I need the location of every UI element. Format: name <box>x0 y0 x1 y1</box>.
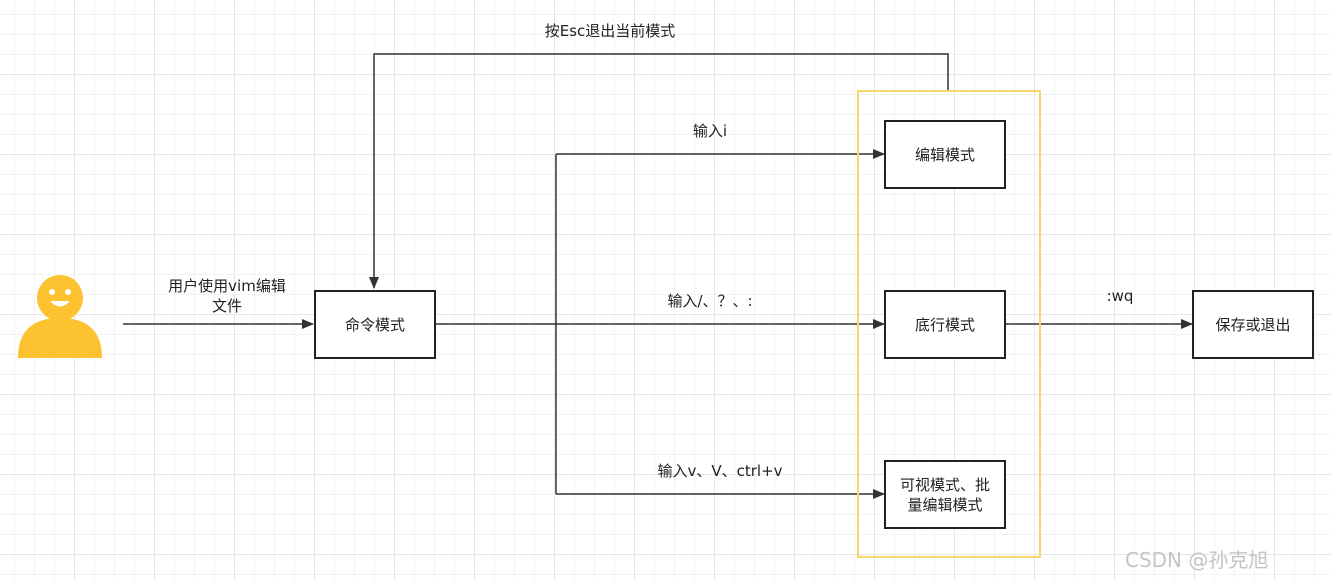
edge-esc-back <box>369 53 949 289</box>
mode-group-container <box>857 90 1041 558</box>
bottom-mode-label: 底行模式 <box>914 315 975 334</box>
edit-mode-node[interactable]: 编辑模式 <box>884 120 1006 189</box>
user-icon <box>18 275 102 358</box>
edge-label-esc-back: 按Esc退出当前模式 <box>544 22 676 40</box>
edit-mode-label: 编辑模式 <box>914 145 975 164</box>
command-mode-label: 命令模式 <box>344 315 405 334</box>
watermark: CSDN @孙克旭 <box>1125 548 1269 572</box>
edge-label-to-edit: 输入i <box>692 122 728 140</box>
edge-label-to-bottom: 输入/、？、: <box>667 292 753 310</box>
visual-mode-node[interactable]: 可视模式、批量编辑模式 <box>884 460 1006 529</box>
bottom-mode-node[interactable]: 底行模式 <box>884 290 1006 359</box>
edge-label-user-to-command: 用户使用vim编辑文件 <box>168 277 286 315</box>
visual-mode-label: 可视模式、批量编辑模式 <box>899 475 990 514</box>
save-quit-node[interactable]: 保存或退出 <box>1192 290 1314 359</box>
save-quit-label: 保存或退出 <box>1215 315 1291 334</box>
edge-label-to-save: :wq <box>1106 287 1134 305</box>
edge-label-to-visual: 输入v、V、ctrl+v <box>657 462 783 480</box>
command-mode-node[interactable]: 命令模式 <box>314 290 436 359</box>
